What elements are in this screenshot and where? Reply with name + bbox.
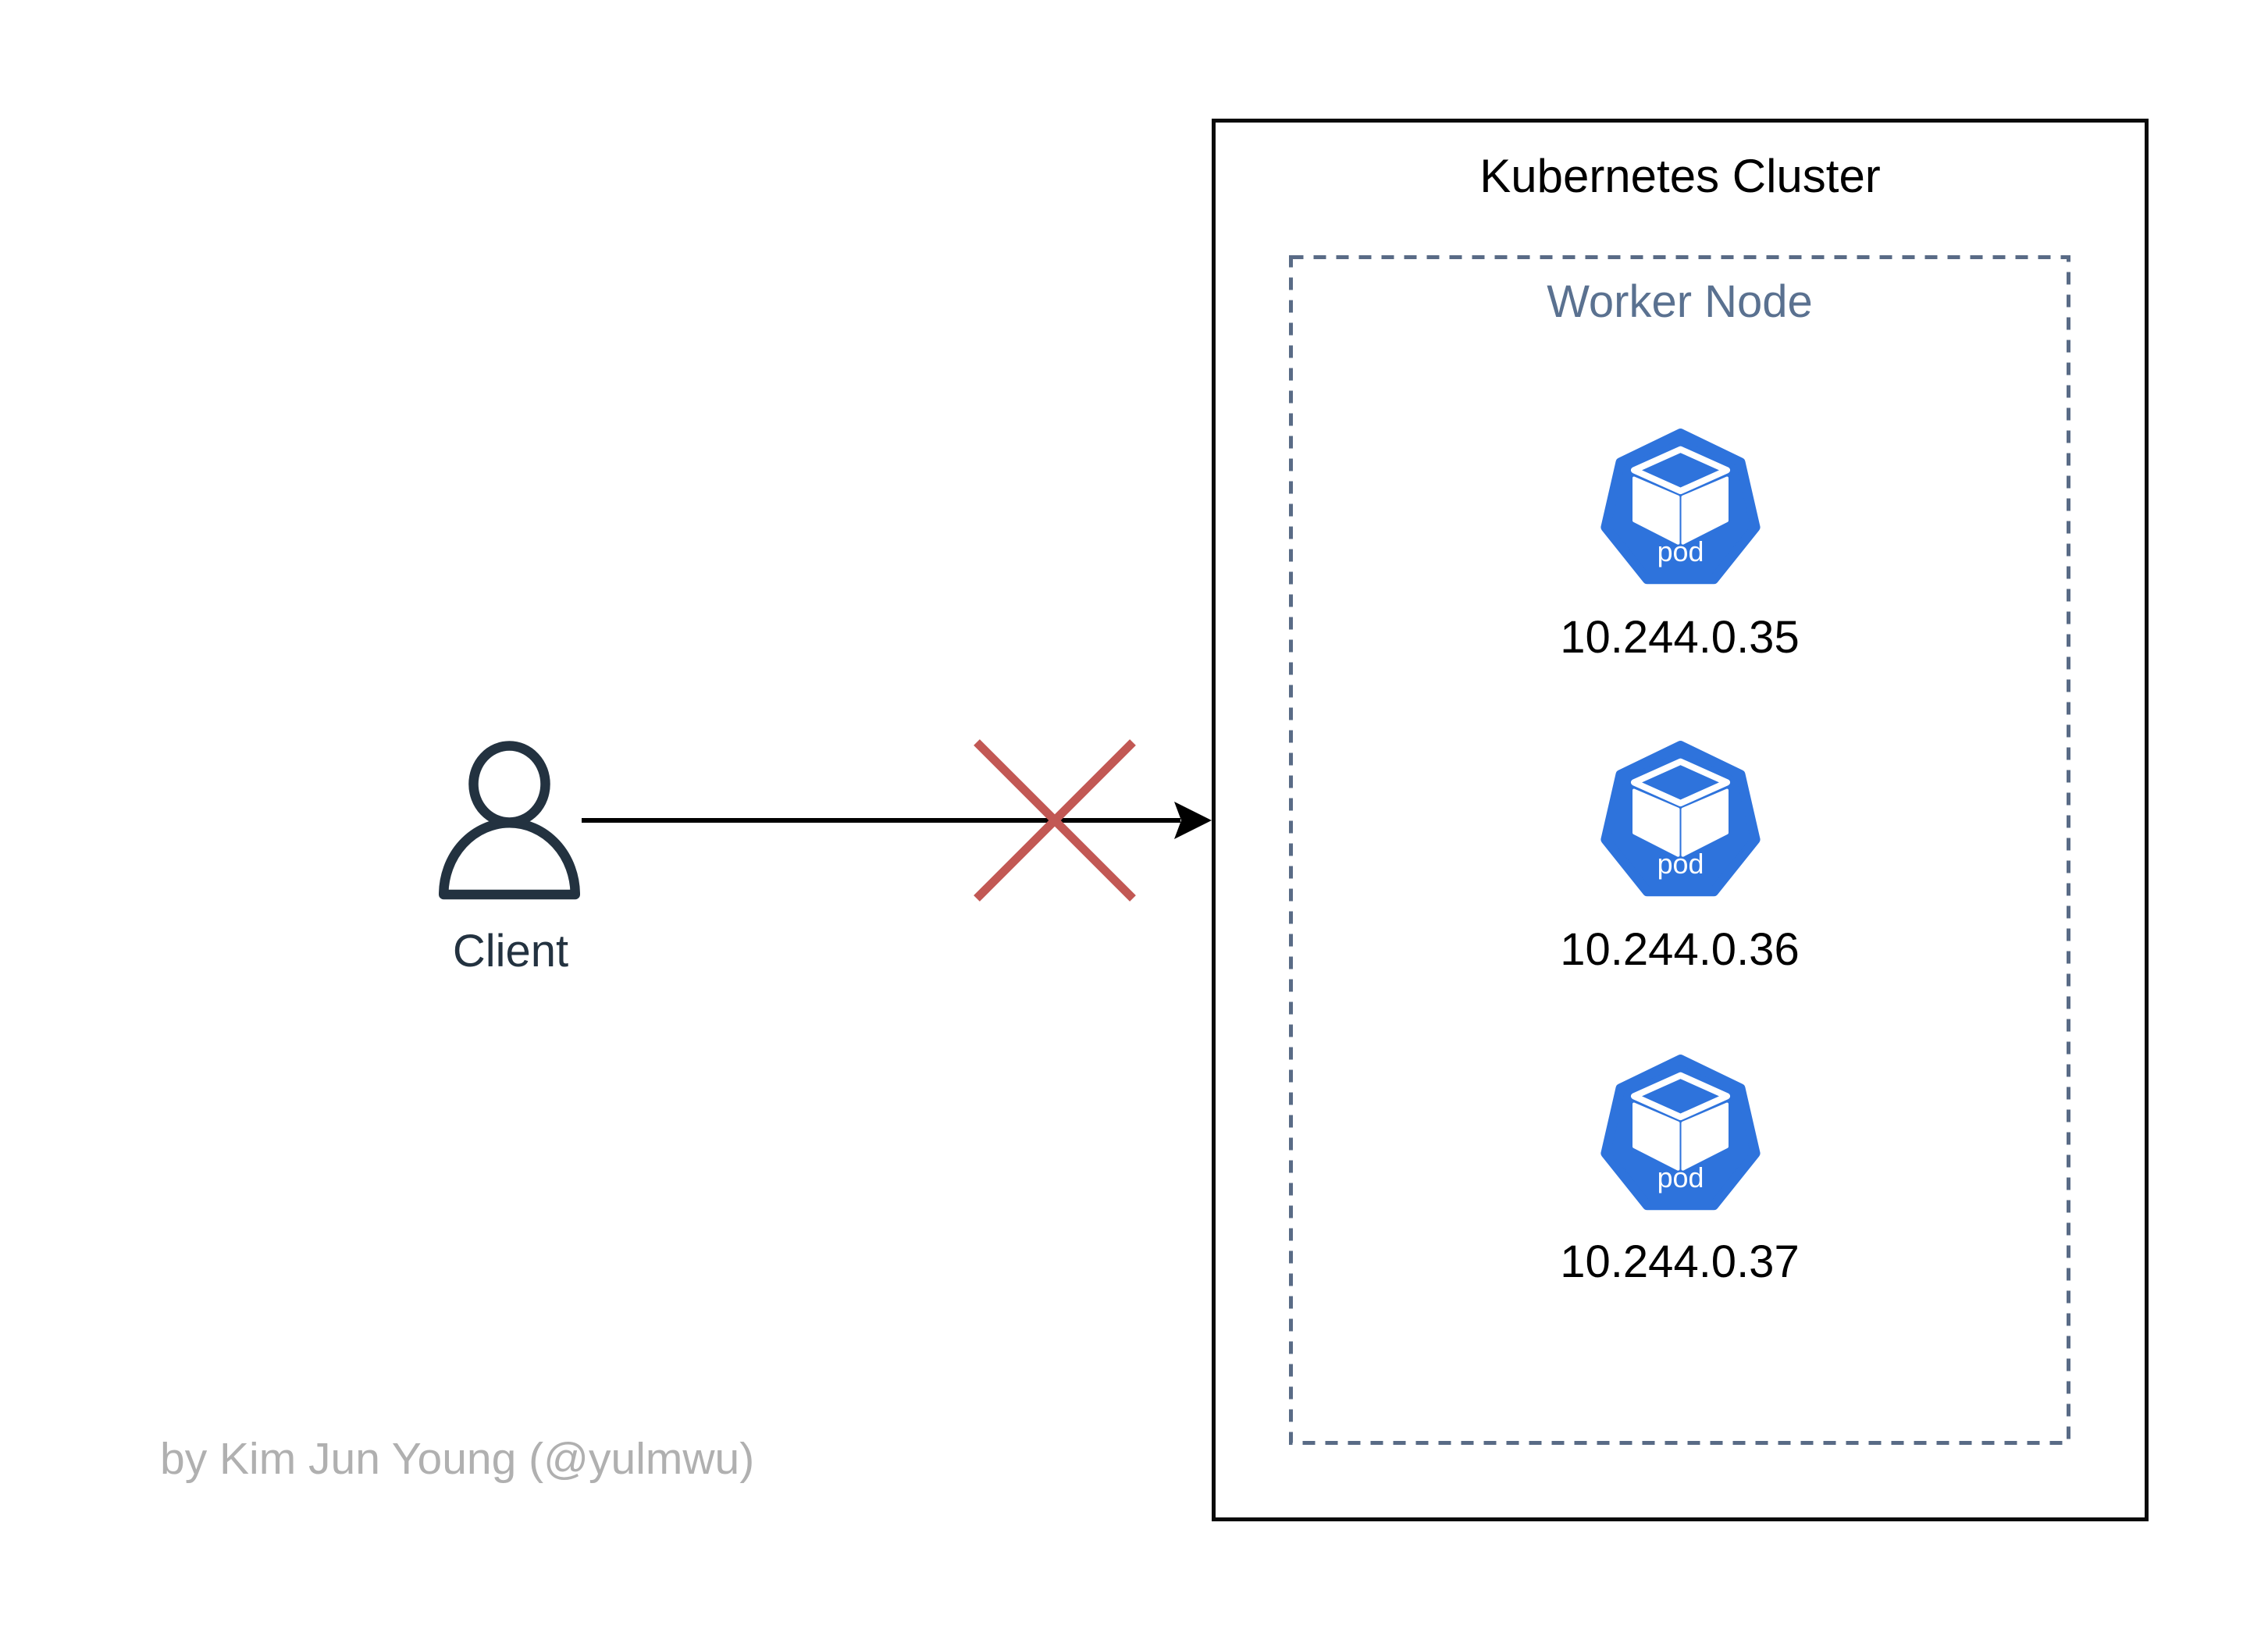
pod-heptagon [1600, 741, 1761, 897]
cube-right-face [1681, 788, 1729, 857]
client-label: Client [452, 926, 569, 976]
attribution-text: by Kim Jun Young (@yulmwu) [160, 1434, 755, 1484]
pod-icon: pod [1600, 1055, 1761, 1211]
cube-right-face [1681, 476, 1729, 545]
pod-ip-address: 10.244.0.36 [1560, 924, 1800, 975]
blocked-x-icon [974, 739, 1136, 902]
pod-icon-label: pod [1657, 1162, 1704, 1193]
pod-heptagon [1600, 429, 1761, 585]
cube-right-face [1681, 1102, 1729, 1171]
person-head [468, 741, 550, 827]
worker-node-dashed-border [1289, 255, 2070, 1445]
cube-left-face [1632, 476, 1680, 545]
cube-top-face [1630, 1072, 1731, 1121]
pod-ip-address: 10.244.0.35 [1560, 612, 1800, 663]
blocked-connection-arrow [582, 739, 1212, 902]
pod-icon-label: pod [1657, 848, 1704, 880]
cube-top-face [1630, 758, 1731, 807]
cube-top-face [1630, 446, 1731, 495]
pod-ip-address: 10.244.0.37 [1560, 1236, 1800, 1287]
client-person-icon [439, 741, 580, 900]
pod-icon: pod [1600, 429, 1761, 585]
pod-icon-label: pod [1657, 536, 1704, 567]
pod-heptagon [1600, 1055, 1761, 1211]
cube-left-face [1632, 788, 1680, 857]
kubernetes-cluster-title: Kubernetes Cluster [1479, 150, 1881, 202]
person-body [439, 818, 580, 900]
worker-node-title: Worker Node [1547, 276, 1813, 327]
worker-node-box [1289, 255, 2070, 1445]
arrowhead-icon [1174, 802, 1212, 839]
worker-node-border-rect [1289, 255, 2070, 1445]
cube-left-face [1632, 1102, 1680, 1171]
pod-icon: pod [1600, 741, 1761, 897]
kubernetes-cluster-box [1212, 119, 2149, 1521]
